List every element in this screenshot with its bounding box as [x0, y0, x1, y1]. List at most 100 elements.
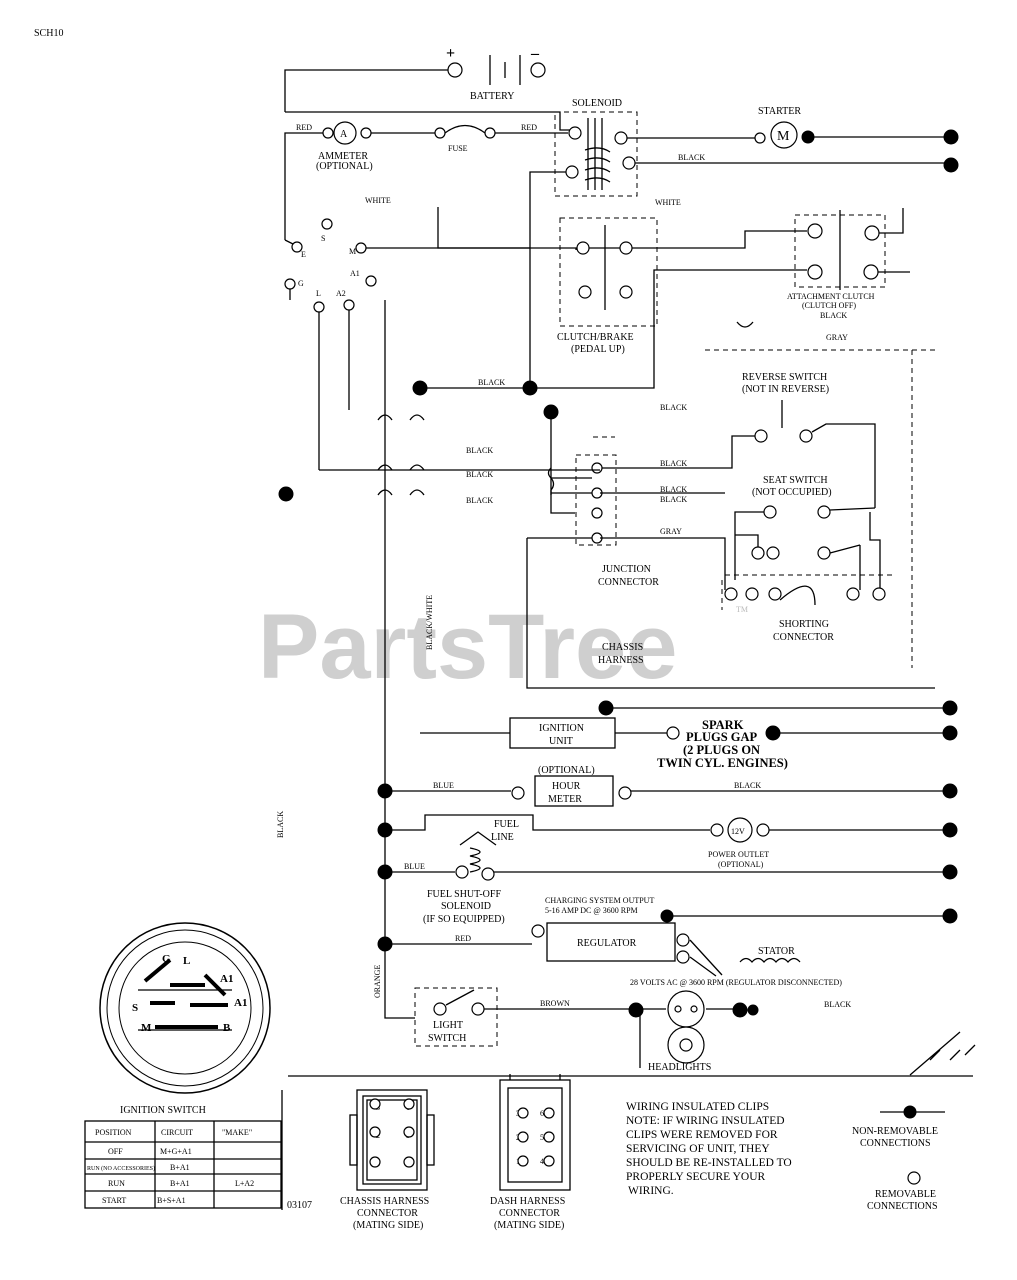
ignition-terminal-block: WHITE S E M G A1 L A2 [284, 196, 531, 470]
schematic-code: SCH10 [34, 28, 63, 39]
main-black-3: BLACK [466, 496, 493, 505]
ammeter-line1: AMMETER [318, 151, 368, 162]
battery-plus: + [446, 45, 455, 62]
dash-conn-line3: (MATING SIDE) [494, 1220, 564, 1231]
note-line-3: SHOULD BE RE-INSTALLED TO [626, 1157, 792, 1169]
ammeter-symbol: A [340, 129, 348, 140]
charging-line1: CHARGING SYSTEM OUTPUT [545, 896, 654, 905]
ammeter-line2: (OPTIONAL) [316, 161, 373, 172]
table-header-make: "MAKE" [222, 1128, 252, 1137]
bus-orange: ORANGE [373, 965, 382, 998]
legend: NON-REMOVABLE CONNECTIONS REMOVABLE CONN… [852, 1105, 945, 1212]
note-line-2: SERVICING OF UNIT, THEY [626, 1143, 770, 1155]
fuel-shutoff-solenoid: BLUE FUEL SHUT-OFF SOLENOID (IF SO EQUIP… [377, 831, 958, 925]
solenoid-label: SOLENOID [572, 98, 622, 109]
hour-meter-optional: (OPTIONAL) [538, 765, 595, 776]
power-outlet-symbol: 12V [731, 827, 745, 836]
fuel-solenoid-line1: FUEL SHUT-OFF [427, 889, 501, 900]
headlights-label: HEADLIGHTS [648, 1062, 711, 1073]
power-outlet: FUEL LINE 12V POWER OUTLET (OPTIONAL) [377, 814, 958, 869]
hour-meter-line2: METER [548, 794, 582, 805]
ammeter-wire-color: RED [296, 123, 312, 132]
note-line-4: PROPERLY SECURE YOUR [626, 1171, 766, 1183]
dash-pin-6: 6 [540, 1109, 544, 1118]
main-black-1: BLACK [466, 446, 493, 455]
light-switch-line2: SWITCH [428, 1033, 466, 1044]
ignition-switch-table: POSITION CIRCUIT "MAKE" OFF M+G+A1 RUN (… [84, 1120, 282, 1209]
solenoid: SOLENOID BLACK [529, 98, 945, 212]
table-row0-pos: OFF [108, 1147, 123, 1156]
fuel-line-1: FUEL [494, 819, 519, 830]
fuse-wire-color: RED [521, 123, 537, 132]
table-row3-pos: START [102, 1196, 126, 1205]
shorting-line2: CONNECTOR [773, 632, 834, 643]
regulator-label: REGULATOR [577, 938, 637, 949]
chassis-harness-line2: HARNESS [598, 655, 644, 666]
junction-black-1: BLACK [660, 485, 687, 494]
table-row1-pos: RUN (NO ACCESSORIES) [87, 1165, 155, 1172]
dash-conn-line2: CONNECTOR [499, 1208, 560, 1219]
light-switch-line1: LIGHT [433, 1020, 463, 1031]
regulator-red: RED [455, 934, 471, 943]
spark-line1: SPARK [702, 718, 744, 732]
attachment-clutch-line2: (CLUTCH OFF) [802, 301, 856, 310]
switch-l: L [183, 955, 190, 967]
switch-b: B [223, 1022, 231, 1034]
term-s: S [321, 234, 325, 243]
ignition-unit-line2: UNIT [549, 736, 573, 747]
note-line-1: CLIPS WERE REMOVED FOR [626, 1129, 778, 1141]
table-row3-circ: B+S+A1 [157, 1196, 186, 1205]
battery: + – BATTERY [284, 45, 570, 131]
gray-wire-label-top: GRAY [826, 333, 848, 342]
headlights: HEADLIGHTS BLACK [639, 990, 976, 1076]
note-line-5: WIRING. [628, 1185, 674, 1197]
black-label-mid: BLACK [660, 403, 687, 412]
watermark: PartsTree [258, 596, 677, 698]
chassis-conn-line2: CONNECTOR [357, 1208, 418, 1219]
starter: M STARTER [754, 106, 959, 173]
switch-a1b: A1 [234, 997, 247, 1009]
seat-switch: SEAT SWITCH (NOT OCCUPIED) [734, 475, 876, 580]
fuse: FUSE RED [371, 123, 568, 153]
headlights-black: BLACK [824, 1000, 851, 1009]
junction-connector: BLACK BLACK GRAY JUNCTION CONNECTOR [527, 404, 726, 590]
dash-harness-connector: 3 6 2 5 1 4 DASH HARNESS CONNECTOR (MATI… [490, 1074, 571, 1231]
clutch-brake-switch: CLUTCH/BRAKE (PEDAL UP) BLACK [412, 217, 807, 396]
fuel-line-2: LINE [491, 832, 514, 843]
junction-gray: GRAY [660, 527, 682, 536]
chassis-conn-line1: CHASSIS HARNESS [340, 1196, 429, 1207]
switch-g: G [162, 953, 171, 965]
chassis-harness-connector: 3 6 2 5 1 4 CHASSIS HARNESS CONNECTOR (M… [340, 1089, 435, 1231]
switch-m: M [141, 1022, 152, 1034]
bus-black-left: BLACK [276, 811, 285, 838]
part-code: 03107 [287, 1200, 312, 1211]
ammeter: A RED AMMETER (OPTIONAL) [284, 121, 373, 240]
battery-minus: – [530, 45, 540, 62]
regulator: CHARGING SYSTEM OUTPUT 5-16 AMP DC @ 360… [377, 896, 958, 987]
table-row1-circ: B+A1 [170, 1163, 190, 1172]
white-wire-label-2: WHITE [655, 198, 681, 207]
clutch-brake-line2: (PEDAL UP) [571, 344, 625, 355]
chassis-harness-box: CHASSIS HARNESS [526, 538, 935, 689]
solenoid-ground-color: BLACK [678, 153, 705, 162]
term-e: E [301, 250, 306, 259]
reverse-black-label: BLACK [660, 459, 687, 468]
clutch-brake-line1: CLUTCH/BRAKE [557, 332, 634, 343]
term-a1: A1 [350, 269, 360, 278]
table-row2-pos: RUN [108, 1179, 125, 1188]
legend-removable-2: CONNECTIONS [867, 1201, 938, 1212]
ignition-switch-face: G L A1 A1 S M B IGNITION SWITCH [99, 922, 271, 1116]
reverse-switch: REVERSE SWITCH (NOT IN REVERSE) BLACK [600, 372, 876, 508]
attachment-clutch-color: BLACK [820, 311, 847, 320]
hour-meter-blue: BLUE [433, 781, 454, 790]
starter-label: STARTER [758, 106, 801, 117]
wiring-note: WIRING INSULATED CLIPS NOTE: IF WIRING I… [626, 1101, 792, 1197]
table-row2-make: L+A2 [235, 1179, 254, 1188]
light-switch: LIGHT SWITCH BROWN [414, 987, 644, 1047]
main-black-2: BLACK [466, 470, 493, 479]
term-a2: A2 [336, 289, 346, 298]
charging-line2: 5-16 AMP DC @ 3600 RPM [545, 906, 638, 915]
seat-switch-line2: (NOT OCCUPIED) [752, 487, 832, 498]
ignition-white-label: WHITE [365, 196, 391, 205]
ignition-switch-title: IGNITION SWITCH [120, 1105, 206, 1116]
